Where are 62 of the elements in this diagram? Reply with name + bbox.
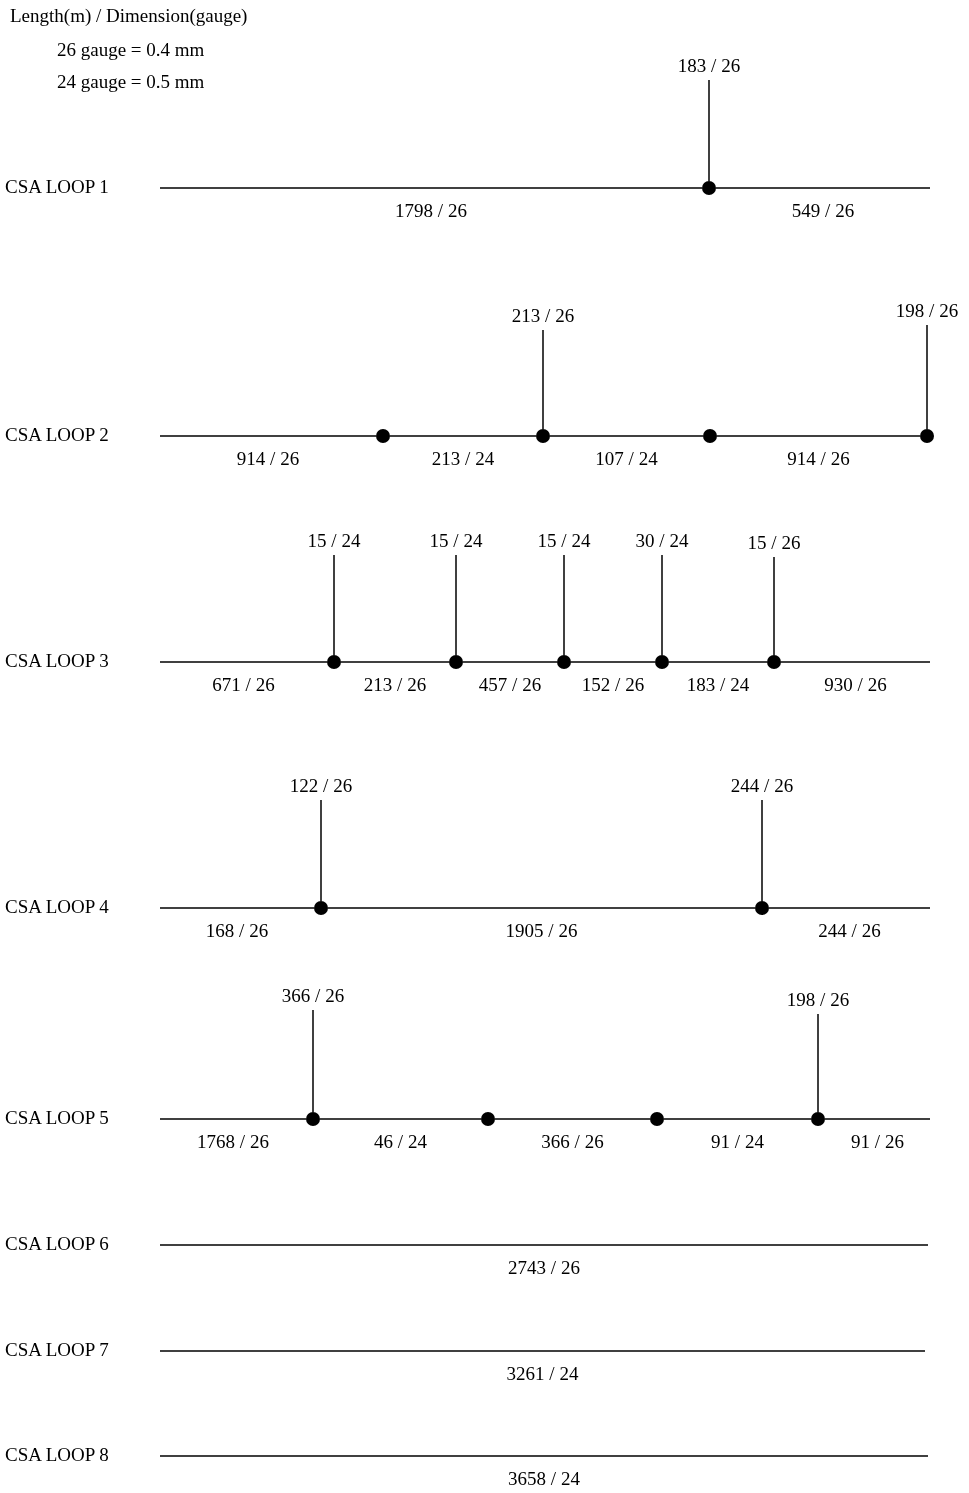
cable-line [824,1118,931,1120]
cable-line [663,1118,812,1120]
bridge-tap-line [563,554,565,656]
loop-label: CSA LOOP 7 [5,1340,160,1360]
cable-line [716,435,921,437]
loop-label: CSA LOOP 5 [5,1108,160,1128]
cable-line [494,1118,651,1120]
junction-dot [449,655,463,669]
junction-dot [767,655,781,669]
cable-line [159,435,377,437]
junction-dot [536,429,550,443]
bridge-tap-line [542,329,544,430]
bridge-tap-line [817,1013,819,1113]
junction-dot [557,655,571,669]
cable-line [159,187,703,189]
cable-line [570,661,656,663]
junction-dot [327,655,341,669]
loop-label: CSA LOOP 2 [5,425,160,445]
junction-dot [481,1112,495,1126]
bridge-tap-line [708,79,710,182]
note-text: 26 gauge = 0.4 mm [57,40,205,60]
junction-dot [376,429,390,443]
cable-line [462,661,558,663]
junction-dot [650,1112,664,1126]
cable-line [715,187,931,189]
cable-line [159,907,315,909]
cable-line [668,661,768,663]
junction-dot [702,181,716,195]
cable-line [319,1118,482,1120]
cable-line [159,1118,307,1120]
cable-line [159,1244,929,1246]
bridge-tap-line [773,556,775,656]
bridge-tap-line [320,799,322,902]
bridge-tap-line [312,1009,314,1113]
bridge-tap-line [761,799,763,902]
note-text: Length(m) / Dimension(gauge) [10,6,248,26]
bridge-tap-line [661,554,663,656]
loop-label: CSA LOOP 1 [5,177,160,197]
junction-dot [306,1112,320,1126]
bridge-tap-line [455,554,457,656]
cable-line [159,661,328,663]
loop-label: CSA LOOP 8 [5,1445,160,1465]
bridge-tap-line [926,324,928,430]
junction-dot [755,901,769,915]
junction-dot [655,655,669,669]
junction-dot [920,429,934,443]
loop-label: CSA LOOP 3 [5,651,160,671]
cable-line [340,661,450,663]
loop-label: CSA LOOP 6 [5,1234,160,1254]
cable-line [768,907,931,909]
cable-line [327,907,756,909]
loop-label: CSA LOOP 4 [5,897,160,917]
junction-dot [811,1112,825,1126]
cable-line [159,1350,926,1352]
bridge-tap-line [333,554,335,656]
note-text: 24 gauge = 0.5 mm [57,72,205,92]
cable-line [780,661,931,663]
cable-line [549,435,704,437]
junction-dot [314,901,328,915]
cable-line [389,435,537,437]
junction-dot [703,429,717,443]
cable-line [159,1455,929,1457]
